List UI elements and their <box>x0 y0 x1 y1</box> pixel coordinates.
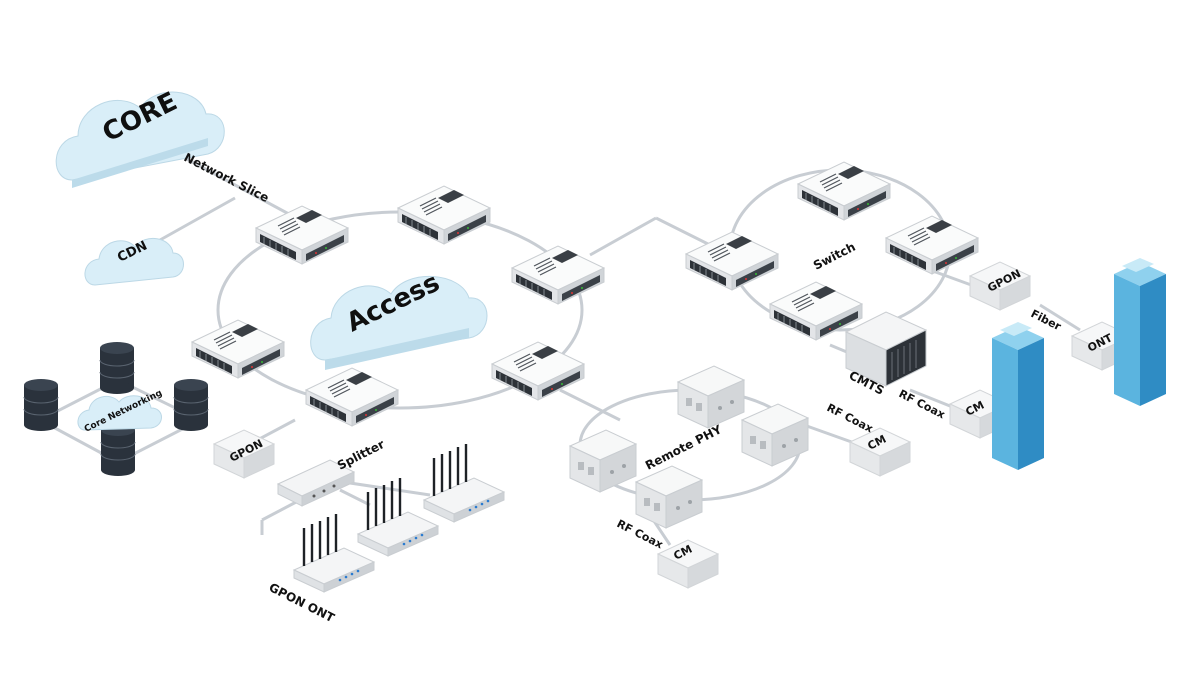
remote-phy-label: Remote PHY <box>643 422 724 473</box>
access-switch <box>255 205 349 265</box>
core-networking-cloud <box>77 395 162 431</box>
database-icon <box>173 378 209 432</box>
database-icon <box>23 378 59 432</box>
cmts-chassis <box>844 311 928 387</box>
splitter-label: Splitter <box>335 437 387 473</box>
switch-label: Switch <box>811 240 858 273</box>
core-cloud: CORE <box>55 87 225 188</box>
gpon-ont-router <box>422 442 506 524</box>
gpon-ont-router <box>292 512 376 594</box>
access-cloud: Access <box>310 268 488 370</box>
core-networking-cluster: Core Networking <box>23 341 209 477</box>
remote-phy-node <box>677 365 745 429</box>
remote-phy-node <box>635 465 703 529</box>
database-icon <box>100 423 136 477</box>
rf-coax-cmts-label: RF Coax <box>897 387 947 421</box>
access-switch <box>305 367 399 427</box>
aggregation-switch <box>797 161 891 221</box>
database-icon <box>99 341 135 395</box>
building-icon <box>1114 258 1166 406</box>
cdn-cloud: CDN <box>84 238 184 286</box>
splitter-device <box>276 459 356 507</box>
rf-coax-top-label: RF Coax <box>825 401 875 435</box>
access-switch <box>191 319 285 379</box>
network-slice-label: Network Slice <box>182 150 272 205</box>
building-icon <box>992 322 1044 470</box>
fiber-label: Fiber <box>1029 307 1064 333</box>
aggregation-switch <box>885 215 979 275</box>
access-switch <box>397 185 491 245</box>
